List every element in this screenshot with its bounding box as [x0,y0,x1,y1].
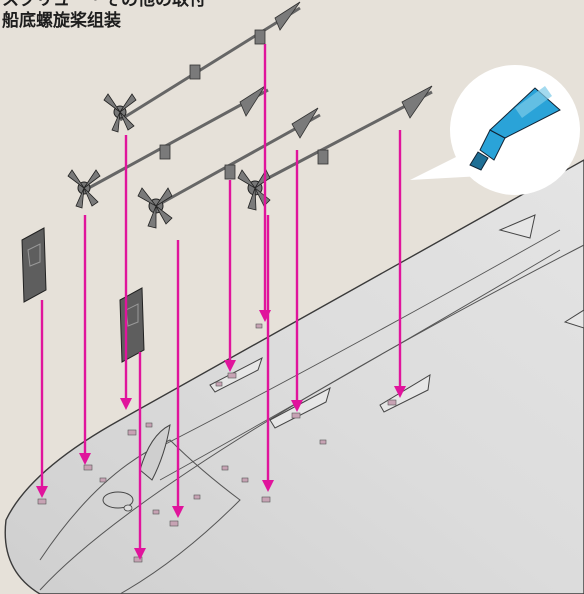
propeller-icon [103,93,137,133]
propeller-icon [237,169,271,211]
assembly-arrow-icon [224,180,236,372]
mounting-holes [37,323,397,563]
propeller-icon [137,187,173,229]
step-title-japanese: スクリュー・その他の取付 [2,0,206,10]
assembly-arrow-icon [36,300,48,498]
glue-callout [410,65,580,195]
assembly-arrow-icon [262,215,274,492]
assembly-arrow-icon [79,215,91,465]
step-title-chinese: 船底螺旋桨组装 [2,11,121,31]
rudder-right [119,287,145,363]
propeller-shaft-4 [237,85,433,211]
assembly-arrow-icon [134,352,146,560]
propeller-shaft-1 [103,1,301,133]
glue-bottle-icon [469,86,561,171]
propeller-icon [67,169,101,209]
assembly-arrows [36,44,406,560]
propeller-shaft-2 [67,85,269,209]
assembly-arrow-icon [172,240,184,518]
assembly-arrow-icon [291,150,303,412]
hull [4,159,584,594]
assembly-arrow-icon [120,135,132,410]
propeller-shaft-3 [137,107,321,229]
assembly-arrow-icon [394,130,406,398]
rudder-left [21,227,47,303]
